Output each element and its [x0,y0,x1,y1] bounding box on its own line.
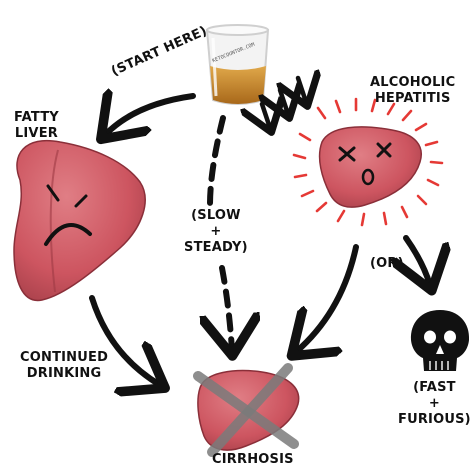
or-label: (OR) [370,256,404,271]
continued-drinking-label: CONTINUED DRINKING [20,350,108,382]
whisky-glass-icon [205,24,270,105]
fatty-liver-line-2: LIVER [14,126,58,141]
alcoholic-hepatitis-line-1: ALCOHOLIC [370,75,456,90]
slow-steady-line-1: (SLOW [191,208,241,223]
continued-drinking-line-2: DRINKING [26,366,102,381]
slow-steady-line-2: + [210,224,222,239]
arrows-to-hepatitis [262,78,306,128]
fast-furious-line-1: (FAST [413,380,456,395]
fast-furious-line-3: FURIOUS) [398,412,471,427]
alcoholic-hepatitis-label: ALCOHOLIC HEPATITIS [370,75,455,107]
arrow-slow-steady [207,115,226,208]
dizzy-liver-icon [292,97,444,227]
continued-drinking-line-1: CONTINUED [20,350,109,365]
fast-furious-label: (FAST + FURIOUS) [398,380,471,428]
fast-furious-line-2: + [428,396,440,411]
arrow-hepatitis-to-cirrhosis [296,244,359,352]
slow-steady-label: (SLOW + STEADY) [184,208,248,256]
arrow-continued-drinking [89,295,160,385]
arrow-slow-steady-lower [222,265,232,350]
crossed-liver-icon [193,363,300,457]
sad-liver-icon [13,139,146,302]
skull-icon [410,310,470,371]
slow-steady-line-3: STEADY) [184,240,248,255]
cirrhosis-label: CIRRHOSIS [212,452,294,467]
arrow-hepatitis-to-skull [406,235,430,285]
fatty-liver-label: FATTY LIVER [14,110,59,142]
alcoholic-hepatitis-line-2: HEPATITIS [374,91,451,106]
arrow-to-fatty-liver [105,96,196,135]
fatty-liver-line-1: FATTY [14,110,59,125]
